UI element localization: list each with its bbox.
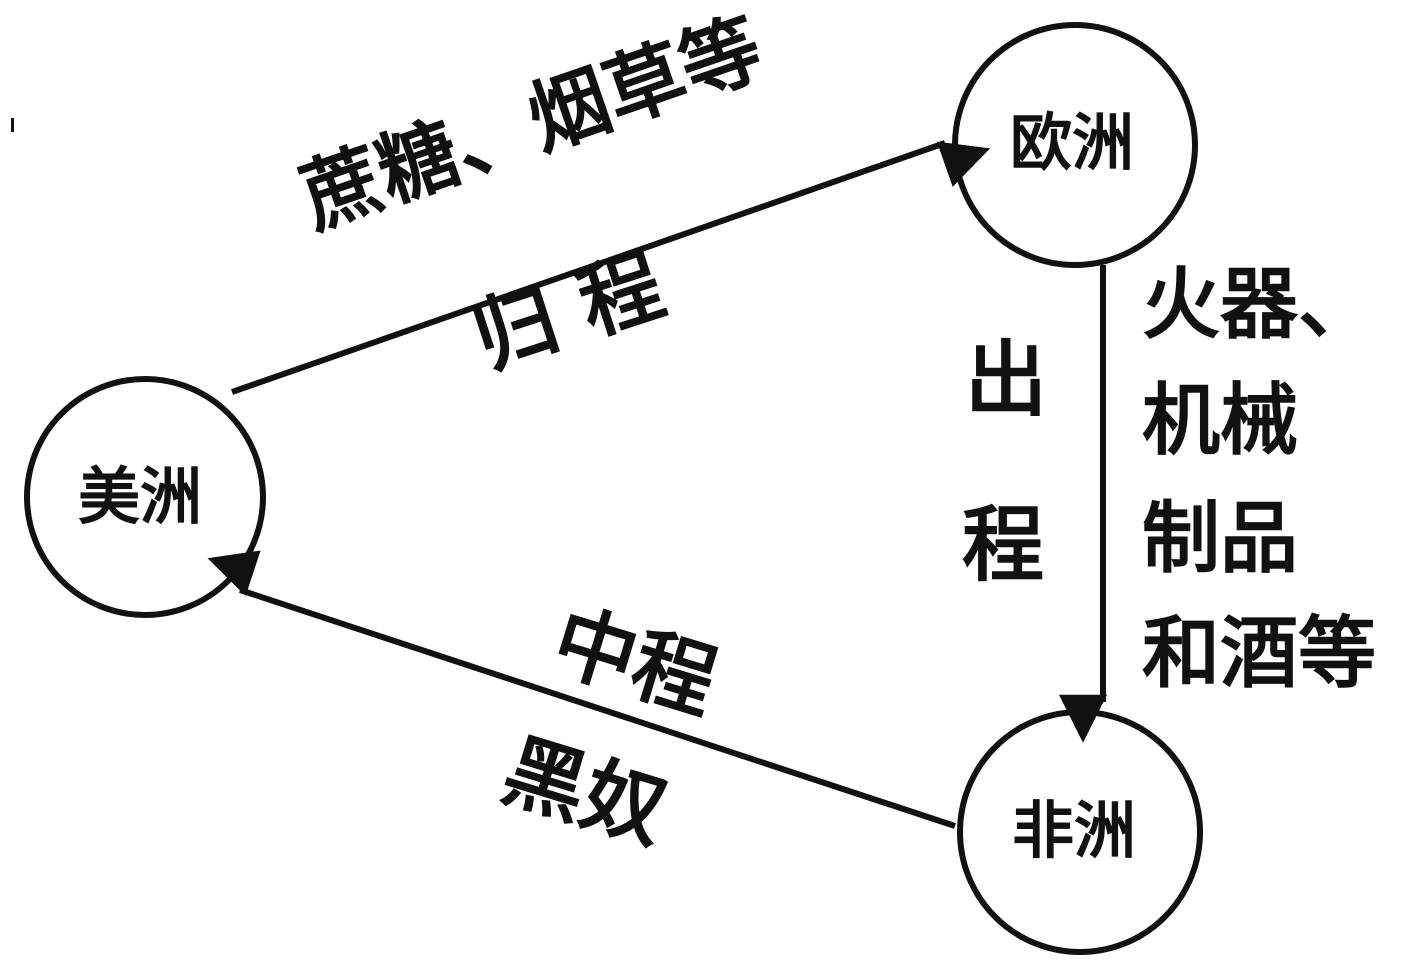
outbound-leg-name-top: 出: [965, 333, 1048, 428]
americas-circle: [24, 376, 266, 618]
node-europe: 欧洲: [1010, 106, 1135, 179]
outbound-goods-line-2: 机械: [1142, 376, 1299, 466]
middle-leg-arrow: [207, 550, 956, 829]
outbound-leg-name-bottom: 程: [962, 498, 1045, 593]
return-leg-arrow: [231, 140, 991, 395]
outbound-goods-line-1: 火器、: [1142, 260, 1377, 350]
node-africa: 非洲: [1012, 794, 1137, 867]
outbound-goods-line-3: 制品: [1142, 494, 1299, 584]
outbound-goods-line-4: 和酒等: [1142, 609, 1377, 699]
stray-mark: [11, 118, 14, 132]
node-americas: 美洲: [78, 460, 203, 533]
